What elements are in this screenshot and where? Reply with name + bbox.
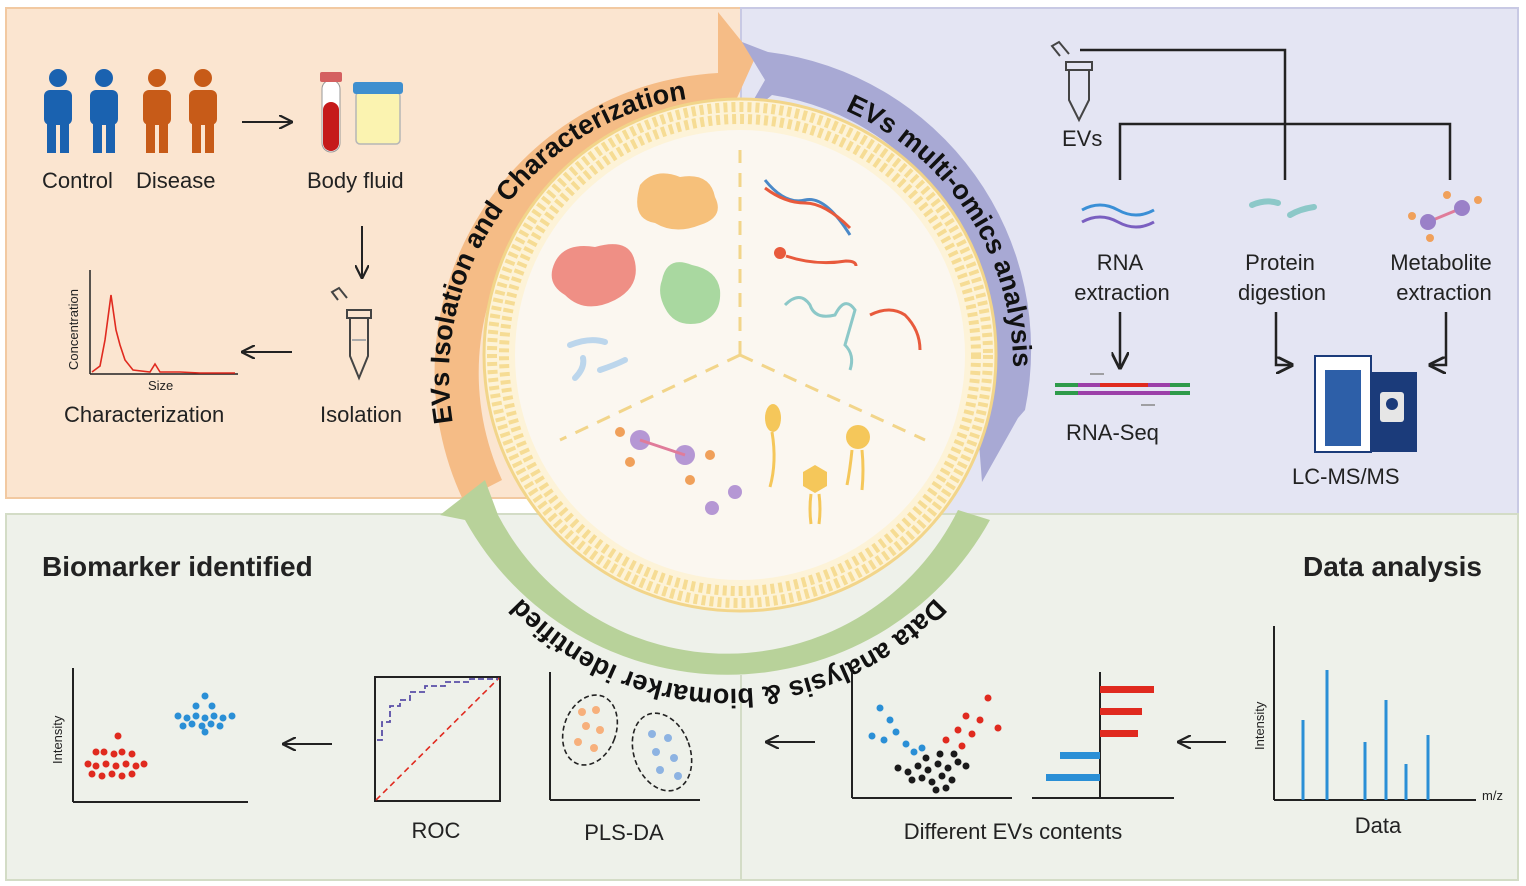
evs-label: EVs <box>1062 126 1102 151</box>
urine-cup-icon <box>353 82 403 145</box>
isolation-arc-band <box>434 12 755 500</box>
plsda-plot <box>549 672 700 801</box>
characterization-label: Characterization <box>64 402 224 427</box>
isolation-label: Isolation <box>320 402 402 427</box>
rna-label-1: RNA <box>1097 250 1144 275</box>
roc-plot <box>374 676 501 802</box>
lcms-instrument-icon <box>1314 355 1417 453</box>
omics-branch-lines <box>1080 48 1452 180</box>
multiomics-arc-band <box>742 42 1032 482</box>
ev-vesicle <box>482 97 998 613</box>
body-fluid-label: Body fluid <box>307 168 404 193</box>
rna-icon <box>1081 203 1155 229</box>
analysis-arc-band <box>440 480 990 675</box>
disease-people-icon <box>143 69 217 153</box>
plsda-label: PLS-DA <box>584 820 664 845</box>
chart-y-label: Concentration <box>66 289 81 370</box>
nta-size-chart: Concentration Size <box>66 270 238 393</box>
biomarker-title: Biomarker identified <box>42 551 313 582</box>
evs-tube-icon <box>1050 40 1093 123</box>
blood-tube-icon <box>320 72 342 153</box>
protein-label-1: Protein <box>1245 250 1315 275</box>
arrow-metabolite-to-ms <box>1432 312 1448 365</box>
mass-spectrum-plot: Intensity m/z <box>1252 626 1503 803</box>
rnaseq-label: RNA-Seq <box>1066 420 1159 445</box>
volcano-plot <box>851 672 1012 799</box>
lcms-label: LC-MS/MS <box>1292 464 1400 489</box>
data-label: Data <box>1355 813 1402 838</box>
rna-label-2: extraction <box>1074 280 1169 305</box>
data-analysis-title: Data analysis <box>1303 551 1482 582</box>
protein-icon <box>1249 198 1317 218</box>
control-people-icon <box>44 69 118 153</box>
spectrum-x-label: m/z <box>1482 788 1503 803</box>
arrow-protein-to-ms <box>1274 312 1290 365</box>
spectrum-y-label: Intensity <box>1252 701 1267 750</box>
disease-label: Disease <box>136 168 215 193</box>
fold-change-bar-chart <box>1032 672 1174 799</box>
ev-tube-icon <box>330 286 372 381</box>
metabolite-label-2: extraction <box>1396 280 1491 305</box>
biomarker-y-label: Intensity <box>50 715 65 764</box>
roc-label: ROC <box>412 818 461 843</box>
control-label: Control <box>42 168 113 193</box>
metabolite-label-1: Metabolite <box>1390 250 1492 275</box>
protein-label-2: digestion <box>1238 280 1326 305</box>
rnaseq-read-icon <box>1055 373 1190 406</box>
chart-x-label: Size <box>148 378 173 393</box>
biomarker-dot-plot: Intensity <box>50 668 248 803</box>
contents-label: Different EVs contents <box>904 819 1123 844</box>
metabolite-icon <box>1408 191 1482 242</box>
